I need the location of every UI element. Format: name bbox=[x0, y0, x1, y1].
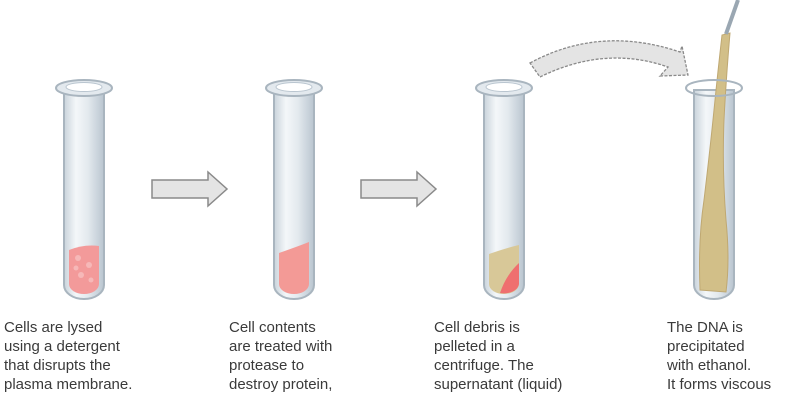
caption-line: that disrupts the bbox=[4, 357, 111, 374]
cell-lysate bbox=[69, 245, 99, 294]
caption-line: with ethanol. bbox=[667, 357, 752, 374]
arrow-icon bbox=[151, 170, 229, 208]
step-3-caption: Cell debris is pelleted in a centrifuge.… bbox=[434, 318, 562, 394]
caption-line: It forms viscous bbox=[667, 376, 772, 393]
treated-contents bbox=[279, 242, 309, 294]
test-tube-centrifuged bbox=[475, 79, 533, 300]
curved-arrow-icon bbox=[529, 40, 689, 78]
step-4-caption: The DNA is precipitated with ethanol. It… bbox=[667, 318, 771, 394]
test-tube-lysed-cells bbox=[55, 79, 113, 300]
caption-line: destroy protein, bbox=[229, 376, 333, 393]
caption-line: plasma membrane. bbox=[4, 376, 133, 393]
caption-line: Cells are lysed bbox=[4, 319, 103, 336]
step-1-caption: Cells are lysed using a detergent that d… bbox=[4, 318, 132, 394]
arrow-icon bbox=[360, 170, 438, 208]
caption-line: pelleted in a bbox=[434, 338, 515, 355]
caption-line: The DNA is bbox=[667, 319, 743, 336]
caption-line: protease to bbox=[229, 357, 305, 374]
step-2-caption: Cell contents are treated with protease … bbox=[229, 318, 332, 394]
caption-line: Cell debris is bbox=[434, 319, 520, 336]
caption-line: centrifuge. The bbox=[434, 357, 534, 374]
pellet bbox=[500, 263, 519, 294]
caption-line: supernatant (liquid) bbox=[434, 376, 563, 393]
glass-rod bbox=[724, 0, 740, 35]
test-tube-protease bbox=[265, 79, 323, 300]
caption-line: are treated with bbox=[229, 338, 333, 355]
dna-strands bbox=[699, 32, 731, 293]
caption-line: using a detergent bbox=[4, 338, 120, 355]
caption-line: precipitated bbox=[667, 338, 745, 355]
test-tube-ethanol-precipitate bbox=[685, 0, 743, 300]
caption-line: Cell contents bbox=[229, 319, 316, 336]
